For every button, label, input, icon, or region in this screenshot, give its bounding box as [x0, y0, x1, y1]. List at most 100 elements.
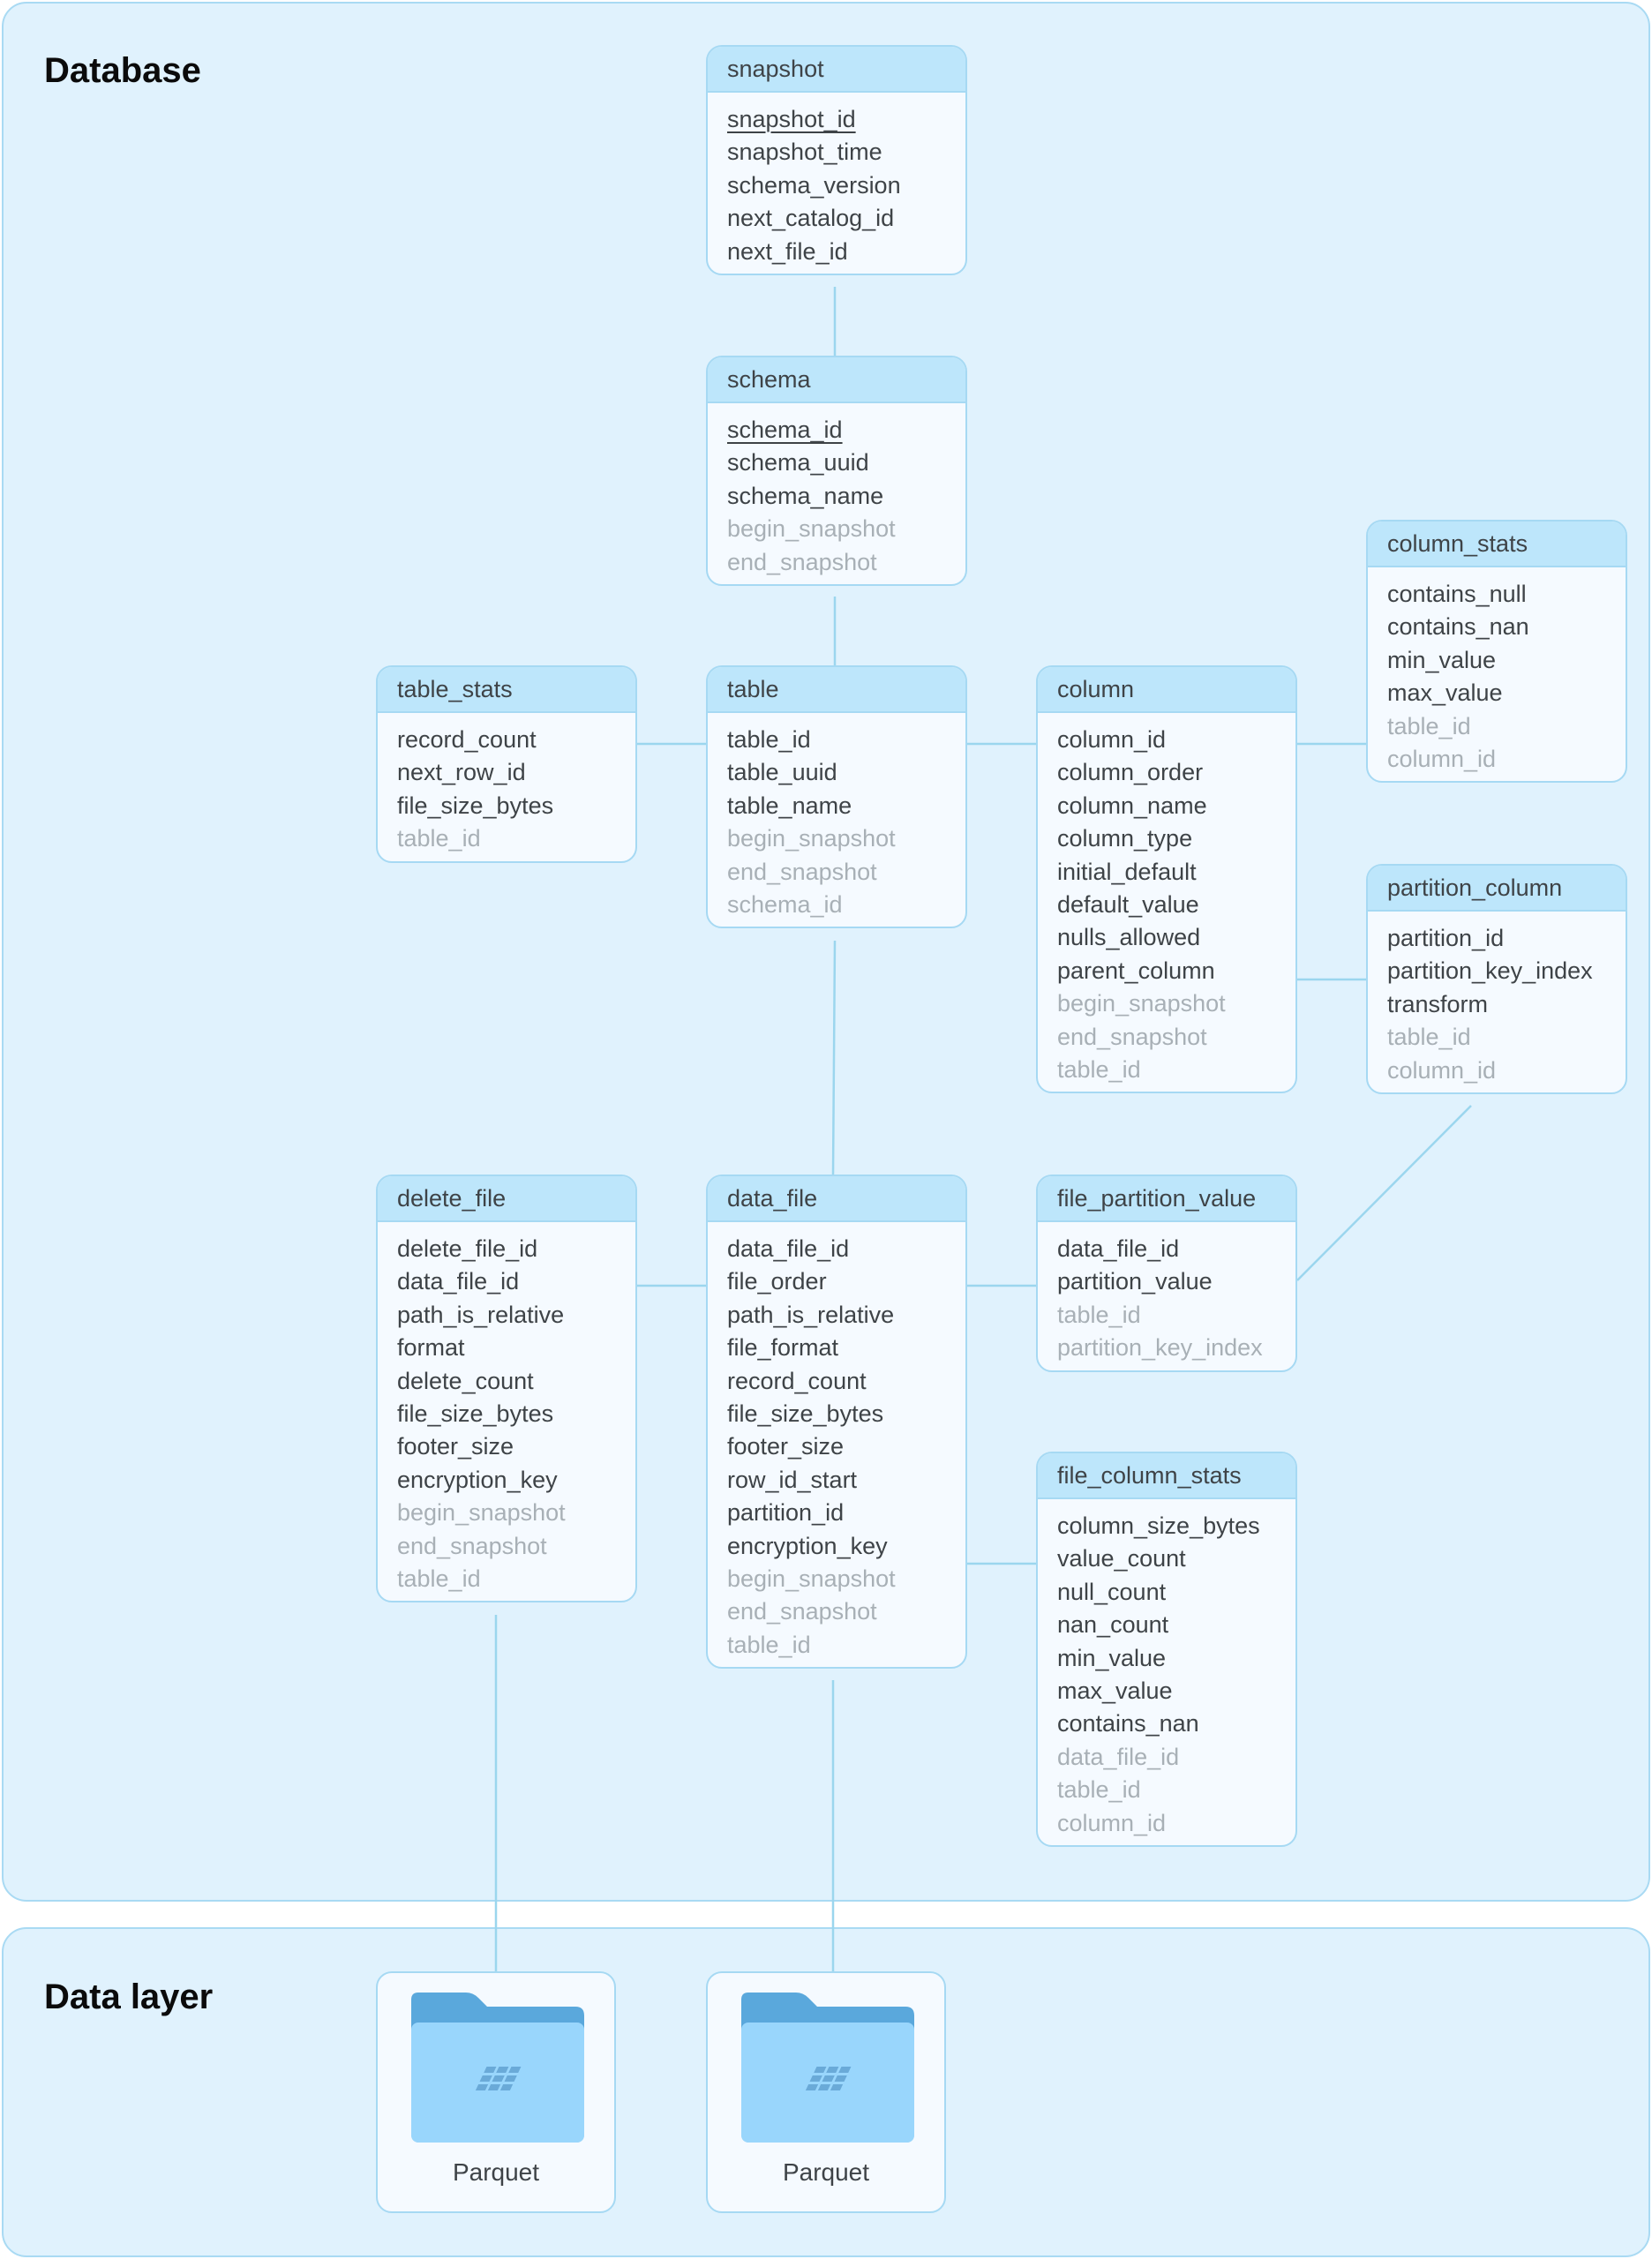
field: delete_count [397, 1367, 534, 1394]
field: table_uuid [727, 759, 837, 786]
folder-icon [741, 1993, 914, 2143]
field: schema_uuid [727, 449, 869, 477]
table-header: file_column_stats [1038, 1453, 1295, 1499]
primary-key-field: schema_id [727, 417, 843, 443]
field: column_type [1057, 825, 1193, 852]
field: contains_null [1387, 581, 1527, 607]
table-header: file_partition_value [1038, 1176, 1295, 1222]
foreign-key-field: begin_snapshot [727, 515, 896, 543]
field: contains_nan [1387, 613, 1529, 641]
field: file_order [727, 1268, 827, 1295]
database-section-title: Database [44, 51, 201, 90]
foreign-key-field: end_snapshot [727, 1598, 877, 1625]
field: nulls_allowed [1057, 924, 1201, 951]
file-column-stats-table: file_column_stats column_size_bytes value_… [1036, 1452, 1297, 1847]
foreign-key-field: begin_snapshot [397, 1499, 566, 1527]
field: next_file_id [727, 237, 848, 265]
table-header: snapshot [708, 47, 965, 93]
field: column_size_bytes [1057, 1512, 1260, 1539]
field: initial_default [1057, 858, 1197, 885]
foreign-key-field: data_file_id [1057, 1743, 1180, 1770]
table-header: delete_file [378, 1176, 635, 1222]
table-header: column_stats [1368, 522, 1626, 567]
field: min_value [1057, 1644, 1167, 1671]
field: max_value [1057, 1677, 1173, 1704]
table-header: table_stats [378, 667, 635, 713]
file-label: Parquet [782, 2158, 870, 2186]
foreign-key-field: partition_key_index [1057, 1334, 1263, 1362]
field: record_count [397, 726, 537, 753]
snapshot-table: snapshot snapshot_id snapshot_time schema_v… [706, 45, 967, 275]
field: partition_value [1057, 1268, 1213, 1295]
field: footer_size [397, 1433, 514, 1460]
field: delete_file_id [397, 1235, 538, 1262]
field: table_name [727, 792, 852, 819]
foreign-key-field: end_snapshot [727, 548, 877, 575]
field: file_size_bytes [727, 1400, 884, 1427]
field: column_name [1057, 792, 1207, 819]
foreign-key-field: begin_snapshot [727, 1565, 896, 1592]
field: partition_id [727, 1499, 845, 1527]
field: footer_size [727, 1433, 845, 1460]
field: schema_version [727, 171, 901, 199]
foreign-key-field: column_id [1387, 745, 1497, 772]
foreign-key-field: table_id [1057, 1055, 1141, 1083]
field: snapshot_time [727, 139, 882, 166]
field: transform [1387, 990, 1489, 1017]
field: nan_count [1057, 1611, 1169, 1639]
table-header: table [708, 667, 965, 713]
parquet-file-card: Parquet [376, 1971, 616, 2213]
foreign-key-field: table_id [1387, 1024, 1471, 1051]
field: partition_key_index [1387, 957, 1593, 985]
table-header: data_file [708, 1176, 965, 1222]
foreign-key-field: table_id [397, 1565, 481, 1592]
field: data_file_id [1057, 1235, 1180, 1262]
file-partition-value-table: file_partition_value data_file_id partitio… [1036, 1175, 1297, 1372]
primary-key-field: snapshot_id [727, 106, 856, 132]
foreign-key-field: table_id [1057, 1776, 1141, 1804]
folder-icon [411, 1993, 584, 2143]
field: max_value [1387, 679, 1503, 707]
foreign-key-field: end_snapshot [727, 858, 877, 885]
field: contains_nan [1057, 1710, 1199, 1737]
foreign-key-field: begin_snapshot [1057, 990, 1226, 1017]
field: path_is_relative [727, 1301, 895, 1328]
field: value_count [1057, 1545, 1186, 1572]
parquet-file-card: Parquet [706, 1971, 946, 2213]
field: next_row_id [397, 759, 526, 786]
field: data_file_id [397, 1268, 520, 1295]
table-header: partition_column [1368, 866, 1626, 912]
table-header: column [1038, 667, 1295, 713]
field: parent_column [1057, 957, 1215, 984]
field: next_catalog_id [727, 205, 895, 232]
foreign-key-field: schema_id [727, 890, 843, 918]
foreign-key-field: table_id [1057, 1301, 1141, 1328]
foreign-key-field: table_id [727, 1631, 811, 1658]
field: encryption_key [727, 1532, 888, 1559]
field: encryption_key [397, 1466, 558, 1493]
table-header: schema [708, 357, 965, 403]
field: null_count [1057, 1578, 1167, 1605]
foreign-key-field: column_id [1387, 1056, 1497, 1084]
field: record_count [727, 1367, 867, 1394]
foreign-key-field: begin_snapshot [727, 825, 896, 852]
data-layer-section-title: Data layer [44, 1978, 214, 2016]
table-fields: schema_id schema_uuid schema_name begin_sna… [708, 403, 965, 584]
field: schema_name [727, 482, 884, 509]
foreign-key-field: column_id [1057, 1809, 1167, 1836]
